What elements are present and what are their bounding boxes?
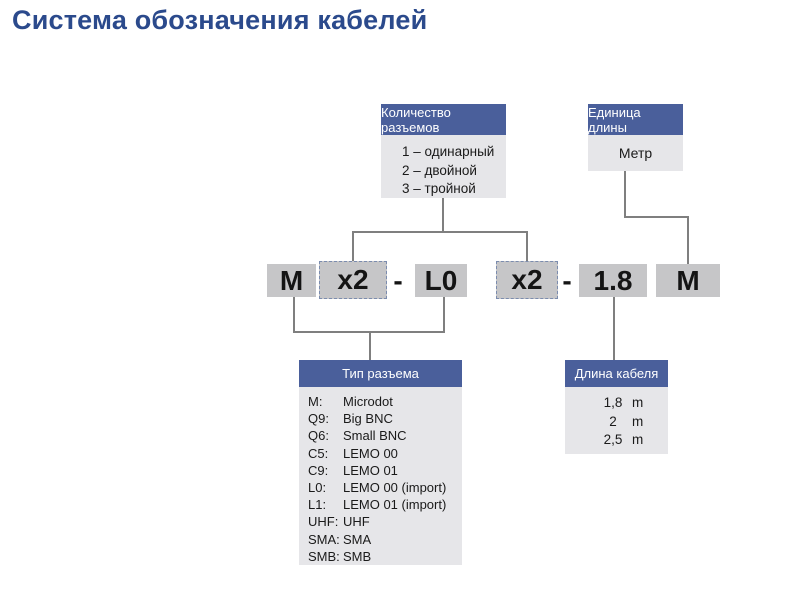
connector-count-header: Количество разъемов (381, 104, 506, 135)
connector-type-row: SMA:SMA (299, 531, 462, 548)
connector-line (442, 198, 444, 231)
connector-line (624, 171, 626, 218)
code-segment-connector-count-1: x2 (319, 261, 387, 299)
connector-type-box: Тип разъема M: Microdot Q9: Big BNC Q6: Sma… (299, 360, 462, 565)
connector-count-body: 1 – одинарный 2 – двойной 3 – тройной (381, 135, 506, 198)
connector-line (293, 297, 295, 333)
cable-length-unit: m (632, 432, 644, 447)
connector-type-name: SMA (343, 531, 372, 547)
code-segment-connector-type-1: M (267, 264, 316, 297)
connector-line (369, 331, 371, 360)
connector-type-body: M: Microdot Q9: Big BNC Q6: Small BNC C5: LE… (299, 387, 462, 565)
connector-type-row: Q9: Big BNC (299, 410, 462, 427)
length-unit-box: Единица длины Метр (588, 104, 683, 171)
length-unit-header: Единица длины (588, 104, 683, 135)
connector-line (352, 231, 354, 261)
code-separator: - (562, 264, 572, 296)
code-segment-length-unit: M (656, 264, 720, 297)
cable-length-row: 1,8 m (565, 394, 668, 413)
connector-type-name: LEMO 01 (343, 462, 398, 478)
code-segment-connector-type-2: L0 (415, 264, 467, 297)
connector-type-row: M: Microdot (299, 393, 462, 410)
connector-count-item: 3 – тройной (402, 181, 476, 196)
page-title: Система обозначения кабелей (12, 5, 428, 35)
connector-line (687, 216, 689, 264)
code-segment-cable-length: 1.8 (579, 264, 647, 297)
connector-type-name: Microdot (343, 394, 393, 409)
connector-type-code: C5: (308, 445, 329, 461)
code-separator: - (393, 264, 403, 296)
connector-line (624, 216, 689, 218)
connector-line (526, 231, 528, 261)
connector-type-name: LEMO 01 (import) (343, 497, 447, 513)
cable-length-row: 2,5 m (565, 431, 668, 450)
code-segment-connector-count-2: x2 (496, 261, 558, 299)
connector-line (352, 231, 528, 233)
length-unit-value: Метр (588, 135, 683, 171)
connector-type-code: C9: (308, 462, 329, 478)
connector-type-code: L0: (308, 480, 327, 496)
connector-type-code: Q6: (308, 428, 329, 444)
connector-count-item: 2 – двойной (402, 162, 477, 178)
connector-type-code: SMB: (308, 548, 340, 564)
connector-type-row: L1: LEMO 01 (import) (299, 496, 462, 513)
connector-type-code: UHF: (308, 514, 339, 530)
connector-type-name: Small BNC (343, 428, 407, 444)
connector-type-name: Big BNC (343, 411, 393, 427)
cable-length-value: 1,8 (603, 395, 623, 410)
connector-type-code: M: (308, 394, 323, 409)
connector-type-code: Q9: (308, 411, 329, 427)
connector-type-name: LEMO 00 (343, 445, 398, 461)
cable-length-header: Длина кабеля (565, 360, 668, 387)
connector-type-code: SMA: (308, 531, 340, 547)
connector-type-row: L0: LEMO 00 (import) (299, 479, 462, 496)
connector-type-row: UHF:UHF (299, 513, 462, 530)
connector-type-code: L1: (308, 497, 327, 513)
connector-count-item: 1 – одинарный (402, 144, 495, 159)
connector-type-row: C9: LEMO 01 (299, 462, 462, 479)
cable-length-value: 2 (609, 413, 617, 429)
cable-length-unit: m (632, 395, 644, 410)
connector-type-row: SMB:SMB (299, 548, 462, 565)
connector-type-row: Q6: Small BNC (299, 427, 462, 444)
connector-line (443, 297, 445, 333)
connector-type-name: LEMO 00 (import) (343, 480, 447, 496)
connector-count-box: Количество разъемов 1 – одинарный 2 – дв… (381, 104, 506, 198)
cable-length-value: 2,5 (603, 432, 623, 447)
connector-type-name: SMB (343, 548, 372, 564)
connector-type-name: UHF (343, 514, 370, 530)
connector-type-header: Тип разъема (299, 360, 462, 387)
connector-type-row: C5: LEMO 00 (299, 445, 462, 462)
connector-line (613, 297, 615, 360)
cable-length-unit: m (632, 413, 644, 429)
